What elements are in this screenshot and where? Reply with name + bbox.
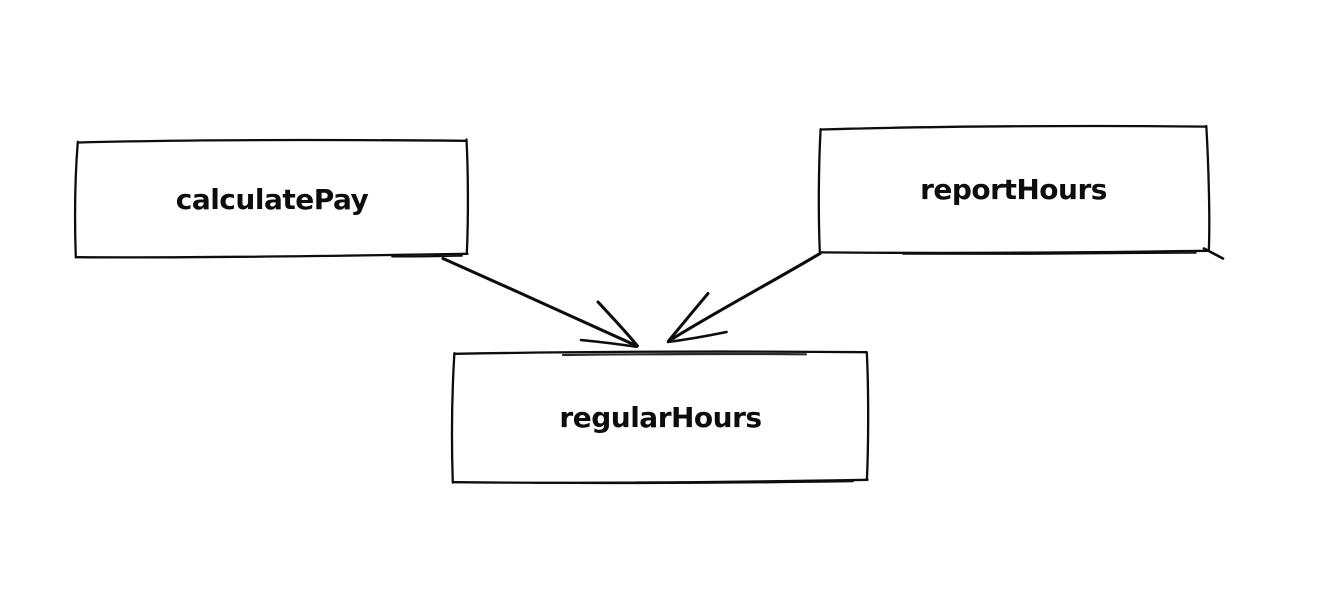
- box-corner-overshoot: [1202, 247, 1225, 260]
- node-box-regularhours-outline: [450, 350, 870, 485]
- arrowhead-barb: [667, 292, 710, 343]
- node-regularhours[interactable]: regularHours: [452, 352, 869, 483]
- edge-shaft: [441, 256, 639, 348]
- arrowhead-barb: [579, 338, 638, 349]
- box-edge: [452, 478, 869, 484]
- box-edge: [819, 124, 1208, 131]
- box-edge: [817, 128, 822, 254]
- edge-shaft: [668, 251, 822, 342]
- node-reporthours-label: reportHours: [920, 172, 1107, 206]
- box-edge-overdraw: [531, 480, 854, 485]
- node-reporthours[interactable]: reportHours: [818, 126, 1209, 252]
- box-edge: [76, 252, 469, 259]
- box-edge-overdraw: [902, 252, 1197, 255]
- box-edge: [73, 140, 79, 259]
- node-regularhours-label: regularHours: [559, 401, 762, 434]
- node-box-reporthours-outline: [817, 124, 1225, 260]
- arrowhead-barb: [596, 300, 639, 348]
- box-edge-overdraw: [561, 352, 808, 357]
- node-box-calculatepay-outline: [73, 138, 470, 259]
- edge-reporthours-to-regularhours[interactable]: [666, 251, 822, 344]
- box-edge: [453, 350, 868, 355]
- arrowhead-barb: [666, 330, 728, 344]
- box-edge: [865, 351, 870, 481]
- box-edge-overdraw: [391, 255, 463, 258]
- box-edge: [1205, 124, 1211, 252]
- box-edge: [820, 249, 1210, 255]
- box-edge: [465, 138, 470, 255]
- box-edge: [450, 352, 456, 484]
- edge-calculatepay-to-regularhours[interactable]: [441, 256, 639, 349]
- node-calculatepay[interactable]: calculatePay: [75, 140, 469, 258]
- node-calculatepay-label: calculatePay: [175, 182, 369, 216]
- box-edge: [77, 138, 467, 144]
